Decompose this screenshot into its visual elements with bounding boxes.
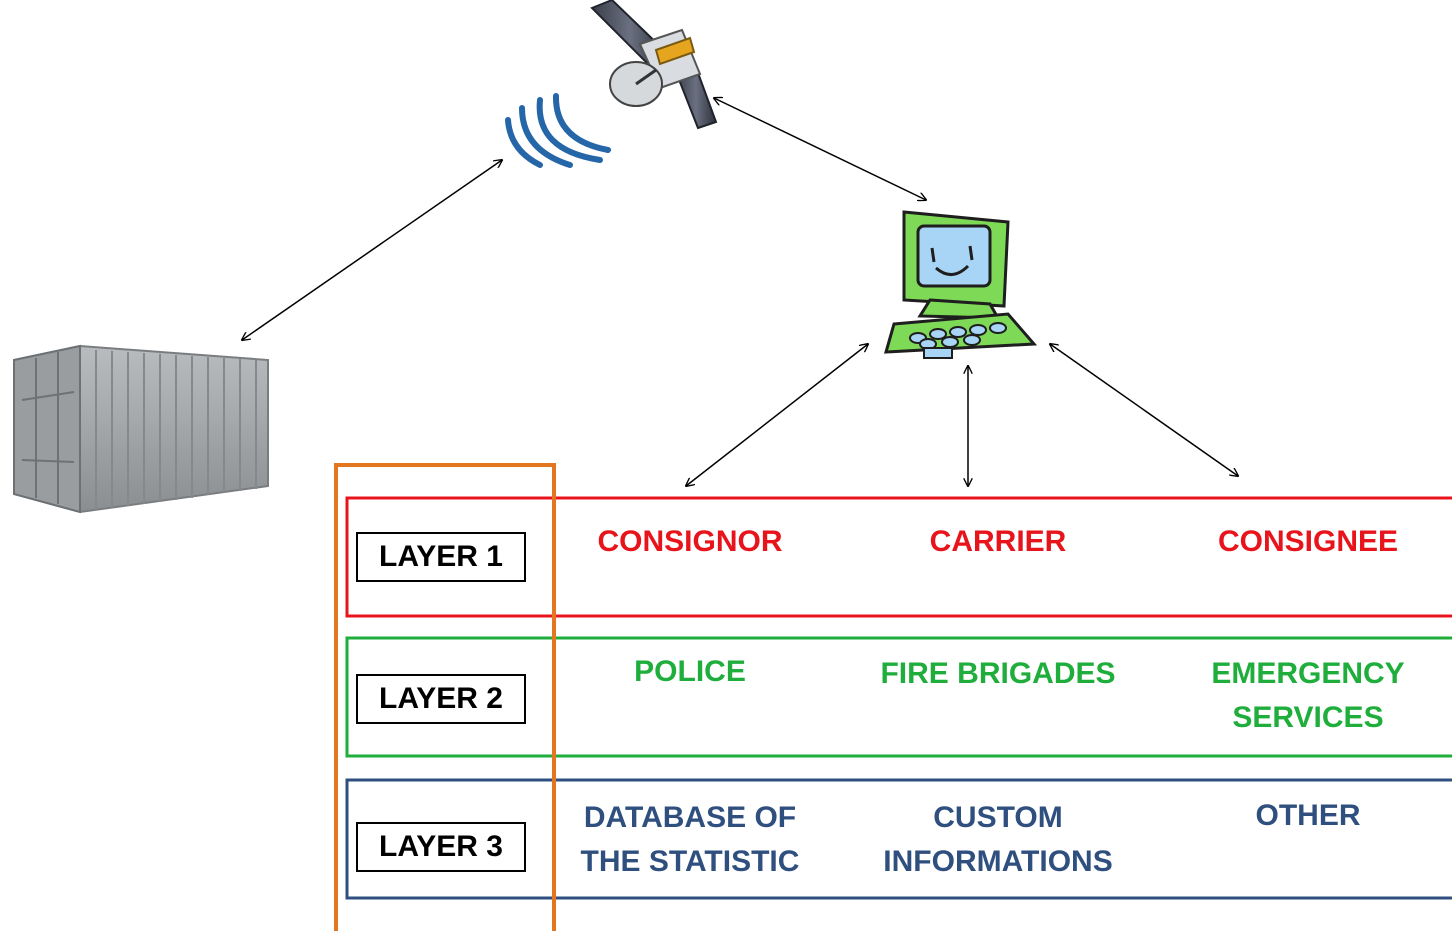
satellite-icon bbox=[590, 0, 718, 130]
layer-1-carrier: CARRIER bbox=[929, 525, 1067, 558]
arrow-computer-layer1-left bbox=[686, 344, 868, 486]
layer-2-police: POLICE bbox=[634, 655, 746, 688]
layer-2-label: LAYER 2 bbox=[356, 674, 526, 724]
layer-2-fire-brigades: FIRE BRIGADES bbox=[880, 657, 1116, 690]
layer-3-custom-informations: CUSTOM INFORMATIONS bbox=[883, 801, 1113, 878]
arrow-satellite-computer bbox=[714, 98, 926, 200]
layer-labels-highlight bbox=[334, 463, 556, 931]
arrow-computer-layer1-right bbox=[1050, 344, 1238, 476]
layer-3-database-of-the-statistic: DATABASE OF THE STATISTIC bbox=[580, 801, 800, 878]
layer-1-consignor: CONSIGNOR bbox=[597, 525, 783, 558]
layer-2-emergency-services: EMERGENCY SERVICES bbox=[1211, 657, 1405, 734]
arrow-container-signal bbox=[242, 160, 502, 340]
layer-1-consignee: CONSIGNEE bbox=[1217, 525, 1399, 558]
computer-icon bbox=[883, 210, 1038, 359]
layer-3-other: OTHER bbox=[1255, 799, 1361, 832]
layer-2-band bbox=[345, 636, 1452, 758]
signal-waves-icon bbox=[505, 93, 611, 168]
layer-1-label: LAYER 1 bbox=[356, 532, 526, 582]
shipping-container-icon bbox=[13, 344, 269, 514]
layer-1-band bbox=[345, 496, 1452, 618]
layer-3-band bbox=[345, 778, 1452, 900]
layer-3-label: LAYER 3 bbox=[356, 822, 526, 872]
